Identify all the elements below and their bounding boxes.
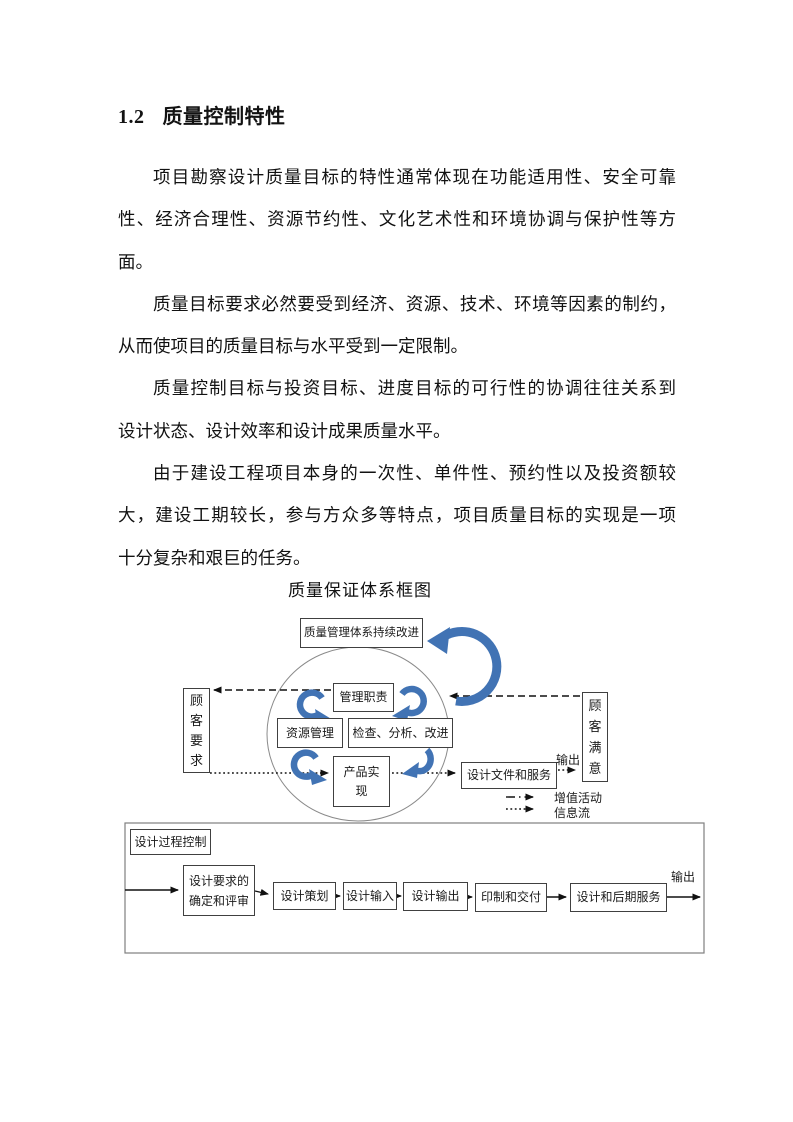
paragraph-line: 面。	[118, 251, 153, 272]
paragraph-line: 质量控制目标与投资目标、进度目标的可行性的协调往往关系到	[153, 378, 676, 399]
box-design-docs-services: 设计文件和服务	[461, 762, 557, 789]
box-check-analyse-improve: 检查、分析、改进	[348, 718, 453, 748]
paragraph-line: 由于建设工程项目本身的一次性、单件性、预约性以及投资额较	[153, 463, 676, 484]
box-design-process-control: 设计过程控制	[130, 829, 211, 855]
paragraph-line: 性、经济合理性、资源节约性、文化艺术性和环境协调与保护性等方	[118, 209, 676, 230]
box-product-realization: 产品实现	[333, 756, 390, 807]
paragraph-line: 项目勘察设计质量目标的特性通常体现在功能适用性、安全可靠	[153, 167, 676, 187]
blue-curl-resource-product	[290, 749, 327, 785]
paragraph-line: 十分复杂和艰巨的任务。	[118, 547, 311, 568]
paragraph-line: 设计状态、设计效率和设计成果质量水平。	[118, 420, 451, 441]
label-legend-info-flow: 信息流	[554, 806, 591, 820]
blue-improvement-arrow	[427, 627, 502, 706]
label-legend-value-added: 增值活动	[554, 791, 603, 805]
blue-curl-product-check	[402, 747, 434, 778]
box-design-output: 设计输出	[403, 882, 468, 911]
box-design-input: 设计输入	[343, 882, 397, 910]
box-management-responsibility: 管理职责	[333, 683, 394, 712]
paragraph-line: 大，建设工期较长，参与方众多等特点，项目质量目标的实现是一项	[118, 505, 676, 526]
section-heading: 1.2 质量控制特性	[118, 100, 286, 129]
body-text: 项目勘察设计质量目标的特性通常体现在功能适用性、安全可靠 性、经济合理性、资源节…	[118, 156, 676, 579]
box-design-requirements-review: 设计要求的确定和评审	[183, 865, 255, 916]
label-output-bottom: 输出	[671, 870, 696, 884]
flow-arrow-req-to-plan	[254, 888, 269, 896]
blue-curl-check-mgmt	[392, 685, 427, 721]
design-process-frame	[124, 822, 705, 954]
box-continual-improvement: 质量管理体系持续改进	[300, 618, 423, 648]
box-design-after-service: 设计和后期服务	[570, 883, 667, 912]
box-customer-satisfaction: 顾客满意	[582, 692, 608, 782]
paragraph-line: 从而使项目的质量目标与水平受到一定限制。	[118, 336, 468, 357]
label-output-top: 输出	[556, 753, 581, 767]
box-design-planning: 设计策划	[273, 882, 336, 910]
box-resource-management: 资源管理	[277, 718, 343, 748]
paragraph-line: 质量目标要求必然要受到经济、资源、技术、环境等因素的制约，	[153, 293, 676, 314]
box-print-delivery: 印制和交付	[475, 883, 547, 912]
figure-title: 质量保证体系框图	[288, 581, 432, 600]
heading-number: 1.2	[118, 106, 145, 128]
heading-title: 质量控制特性	[162, 106, 286, 128]
box-customer-requirements: 顾客要求	[183, 688, 210, 773]
